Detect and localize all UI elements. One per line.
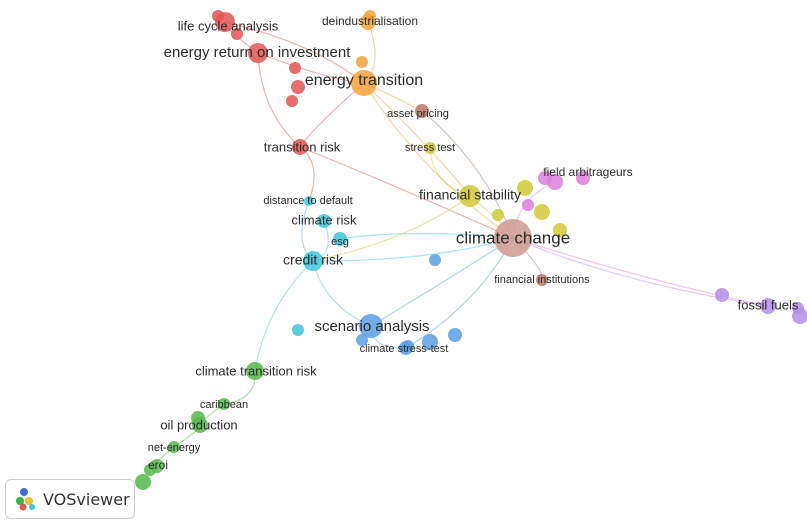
label-credit_risk[interactable]: credit risk [283, 252, 344, 268]
node-unlabeled[interactable] [422, 334, 438, 350]
label-esg[interactable]: esg [331, 236, 349, 248]
node-esg[interactable] [333, 232, 347, 246]
label-cst[interactable]: climate stress-test [360, 343, 449, 355]
link-fin_stab-credit_risk [312, 195, 471, 262]
link-energy_transition-fin_stab [363, 82, 471, 197]
node-unlabeled[interactable] [448, 328, 462, 342]
node-lca[interactable] [215, 12, 235, 32]
node-transition_risk[interactable] [292, 139, 308, 155]
link-eroi_inv-transition_risk [257, 52, 301, 148]
node-unlabeled[interactable] [517, 180, 533, 196]
label-eroi[interactable]: eroi [148, 458, 168, 472]
link-transition_risk-energy_transition [299, 82, 365, 148]
node-unlabeled[interactable] [576, 171, 590, 185]
label-ctr[interactable]: climate transition risk [195, 363, 317, 378]
link-credit_risk-ctr [254, 260, 314, 372]
label-climate_change[interactable]: climate change [456, 228, 570, 247]
label-transition_risk[interactable]: transition risk [264, 139, 341, 154]
label-fin_stab[interactable]: financial stability [419, 187, 521, 203]
node-asset_pricing[interactable] [415, 104, 429, 118]
link-climate_change-fossil [512, 237, 769, 307]
node-unlabeled[interactable] [429, 254, 441, 266]
node-eroi_inv[interactable] [248, 43, 268, 63]
label-stress_test[interactable]: stress test [405, 142, 455, 154]
label-fossil[interactable]: fossil fuels [738, 297, 799, 312]
vosviewer-logo-icon [16, 488, 35, 511]
node-fin_stab[interactable] [459, 185, 481, 207]
nodes-layer [135, 10, 807, 490]
label-net_energy[interactable]: net-energy [148, 442, 201, 454]
node-unlabeled[interactable] [715, 288, 729, 302]
node-climate_risk[interactable] [317, 214, 331, 228]
node-deind[interactable] [360, 14, 376, 30]
node-caribbean[interactable] [218, 398, 230, 410]
node-unlabeled[interactable] [356, 56, 368, 68]
vosviewer-logo-text: VOSviewer [43, 489, 130, 509]
node-stress_test[interactable] [424, 142, 436, 154]
node-unlabeled[interactable] [231, 28, 243, 40]
node-credit_risk[interactable] [303, 251, 323, 271]
node-ctr[interactable] [246, 362, 264, 380]
node-unlabeled[interactable] [522, 199, 534, 211]
node-cst[interactable] [399, 341, 413, 355]
link-credit_risk-climate_change [312, 237, 514, 262]
node-field_arb[interactable] [547, 174, 563, 190]
label-energy_transition[interactable]: energy transition [305, 72, 423, 89]
node-unlabeled[interactable] [792, 302, 804, 314]
node-unlabeled[interactable] [135, 474, 151, 490]
link-lca-energy_transition [224, 21, 365, 84]
label-scenario[interactable]: scenario analysis [314, 318, 429, 335]
label-asset_pricing[interactable]: asset pricing [387, 108, 449, 120]
link-esg-climate_change [339, 232, 514, 240]
label-dist_default[interactable]: distance to default [263, 195, 352, 207]
label-oil[interactable]: oil production [160, 417, 237, 432]
link-energy_transition-climate_change [363, 82, 514, 239]
label-eroi_inv[interactable]: energy return on investment [164, 44, 352, 61]
label-caribbean[interactable]: caribbean [200, 399, 248, 411]
label-field_arb[interactable]: field arbitrageurs [543, 165, 632, 179]
node-unlabeled[interactable] [356, 334, 368, 346]
node-oil[interactable] [192, 417, 208, 433]
node-net_energy[interactable] [168, 441, 180, 453]
link-climate_change-fossil [512, 237, 769, 307]
vosviewer-logo[interactable]: VOSviewer [5, 479, 135, 519]
node-unlabeled[interactable] [289, 62, 301, 74]
node-fin_inst[interactable] [536, 274, 548, 286]
node-unlabeled[interactable] [286, 95, 298, 107]
node-unlabeled[interactable] [492, 209, 504, 221]
node-scenario[interactable] [359, 314, 383, 338]
label-lca[interactable]: life cycle analysis [178, 18, 279, 33]
node-fossil[interactable] [760, 298, 776, 314]
node-energy_transition[interactable] [351, 70, 377, 96]
node-unlabeled[interactable] [291, 80, 305, 94]
node-unlabeled[interactable] [534, 204, 550, 220]
node-dist_default[interactable] [304, 196, 314, 206]
node-climate_change[interactable] [494, 219, 532, 257]
link-transition_risk-dist_default [299, 146, 315, 202]
node-unlabeled[interactable] [292, 324, 304, 336]
labels-layer: life cycle analysis energy return on inve… [148, 14, 799, 472]
link-transition_risk-climate_change [299, 146, 514, 239]
label-deind[interactable]: deindustrialisation [322, 14, 418, 28]
link-credit_risk-scenario [312, 260, 372, 327]
link-scenario-climate_change [370, 237, 514, 327]
label-fin_inst[interactable]: financial institutions [494, 274, 590, 286]
node-eroi[interactable] [150, 459, 164, 473]
label-climate_risk[interactable]: climate risk [291, 212, 357, 227]
node-unlabeled[interactable] [553, 223, 567, 237]
